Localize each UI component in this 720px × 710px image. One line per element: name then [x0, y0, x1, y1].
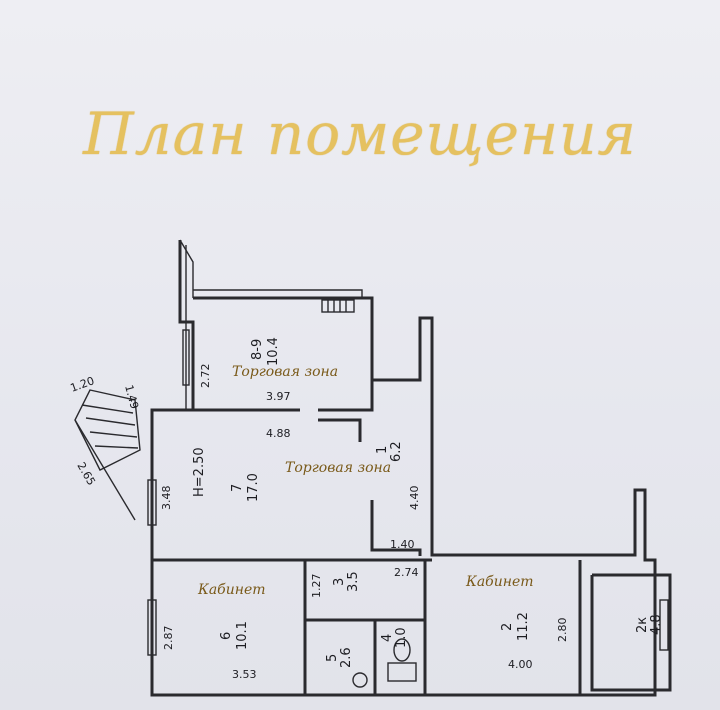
page-title: План помещения: [83, 100, 637, 168]
entrance-stairs: [74, 389, 141, 521]
room-area: 1.0: [394, 627, 409, 648]
radiator-icon: [321, 299, 355, 313]
room-number: 2: [500, 623, 515, 631]
tank-icon: [387, 662, 417, 682]
room-area: 4.8: [649, 614, 664, 635]
middle-vertical-wall: [370, 500, 422, 556]
room-5: 5 2.6: [325, 647, 354, 668]
inner-wall-line: [179, 239, 194, 298]
svg-text:Н=2.50: Н=2.50: [192, 447, 207, 497]
dim-label: 1.20: [69, 374, 96, 395]
dim-label: 2.80: [556, 618, 569, 643]
dim-label: 3.53: [232, 668, 257, 681]
dim-label: 1.27: [310, 574, 323, 599]
toilet-icon: [393, 638, 411, 662]
room-area: 3.5: [346, 571, 361, 592]
dim-label: 1.49: [122, 383, 141, 410]
room-number: 4: [380, 634, 395, 642]
window-icon: [659, 599, 669, 651]
room-1: 1 6.2: [375, 441, 404, 462]
zone-label-office-right: Кабинет: [465, 574, 534, 590]
room-area: 2.6: [339, 647, 354, 668]
zone-label-office-left: Кабинет: [197, 582, 266, 598]
room-number: 8-9: [250, 339, 265, 360]
room-2k: 2к 4.8: [635, 614, 664, 635]
room-3: 3 3.5: [332, 571, 361, 592]
room-number: 1: [375, 446, 390, 454]
dim-label: 2.87: [162, 626, 175, 651]
dim-label: 4.88: [266, 427, 291, 440]
closet-wall: [590, 573, 672, 692]
dim-label: 1.40: [390, 538, 415, 551]
shower-icon: [352, 672, 368, 688]
room-number: 5: [325, 654, 340, 662]
room-number: 6: [219, 632, 234, 640]
height-label: Н=2.50: [192, 447, 207, 497]
room-area: 10.1: [235, 621, 250, 650]
room-2: 2 11.2: [500, 612, 531, 641]
room-6: 6 10.1: [219, 621, 250, 650]
room-number: 2к: [635, 617, 650, 633]
zone-label-trade-upper: Торговая зона: [232, 364, 338, 380]
room-area: 17.0: [246, 473, 261, 502]
partition-inner: [318, 418, 362, 442]
partition-upper-right: [318, 380, 374, 412]
top-wall-line: [193, 289, 363, 298]
window-icon: [147, 479, 157, 526]
dim-label: 2.74: [394, 566, 419, 579]
zone-label-trade-main: Торговая зона: [285, 460, 391, 476]
room-area: 11.2: [516, 612, 531, 641]
dim-label: 2.65: [74, 460, 98, 488]
dim-label: 3.97: [266, 390, 291, 403]
room-8-9: 8-9 10.4: [250, 337, 281, 366]
room-area: 10.4: [266, 337, 281, 366]
room-7: 7 17.0: [230, 473, 261, 502]
window-icon: [147, 599, 157, 656]
dim-label: 4.40: [408, 486, 421, 511]
room-number: 7: [230, 484, 245, 492]
room-number: 3: [332, 578, 347, 586]
dim-label: 2.72: [199, 364, 212, 389]
room-area: 6.2: [389, 441, 404, 462]
room-4: 4 1.0: [380, 627, 409, 648]
dim-label: 4.00: [508, 658, 533, 671]
window-icon: [182, 329, 190, 386]
dim-label: 3.48: [160, 486, 173, 511]
